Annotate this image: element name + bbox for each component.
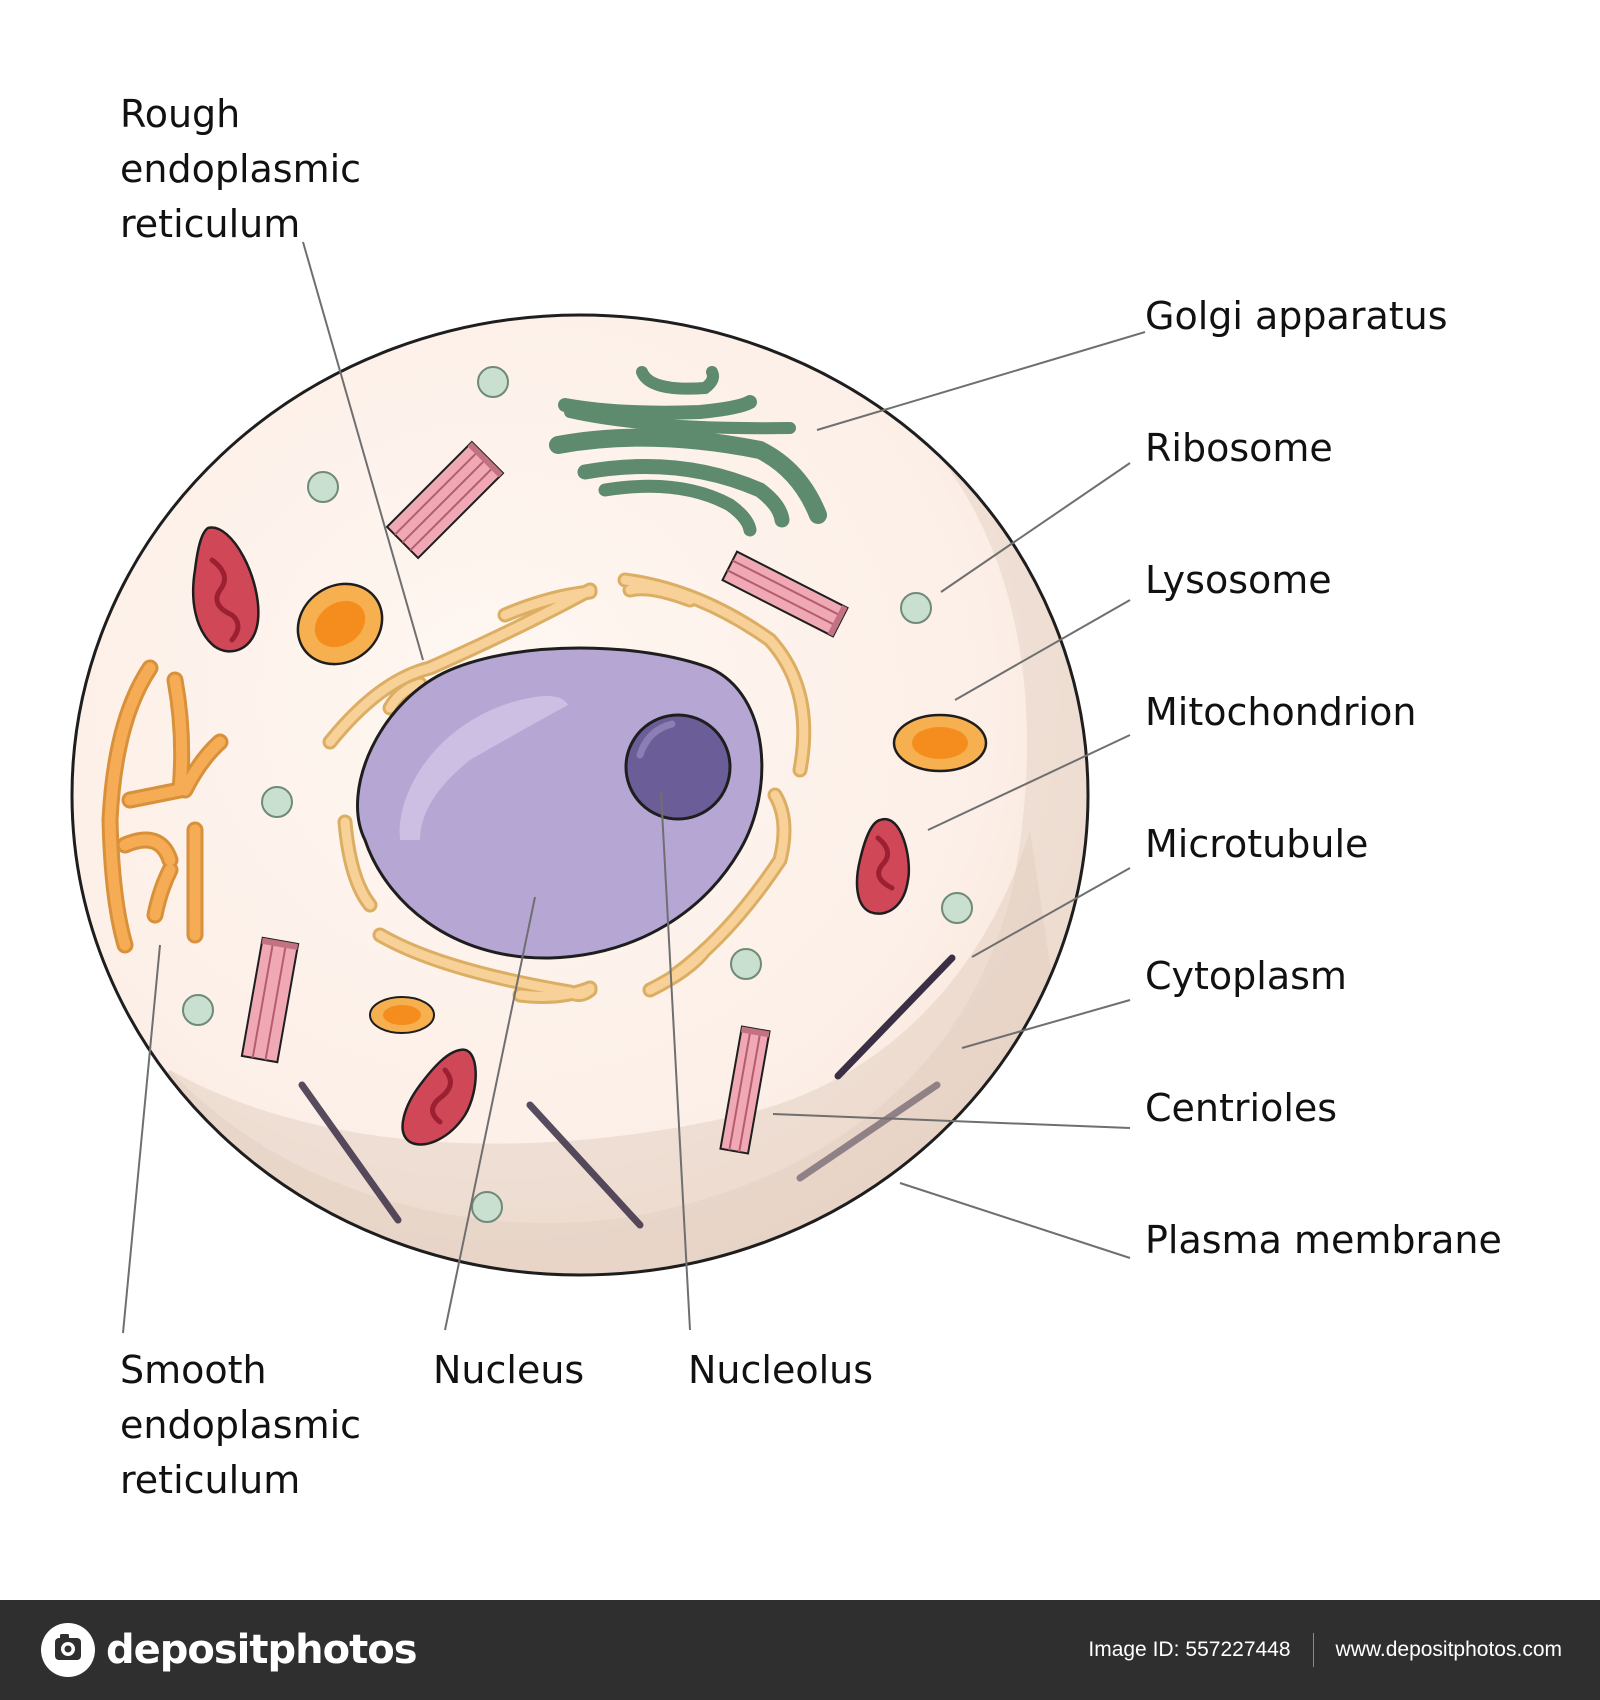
centriole bbox=[719, 1025, 771, 1155]
label-plasma-membrane: Plasma membrane bbox=[1145, 1218, 1502, 1262]
cell-diagram: Rough endoplasmic reticulum Golgi appara… bbox=[70, 92, 1502, 1502]
nucleolus bbox=[624, 713, 732, 821]
leader-line-nucleus bbox=[444, 896, 536, 1331]
leader-line-lysosome bbox=[954, 599, 1131, 701]
leader-line-golgi bbox=[816, 331, 1146, 431]
leader-line-cytoplasm bbox=[961, 999, 1131, 1049]
golgi-apparatus bbox=[549, 366, 827, 537]
microtubule bbox=[526, 1101, 644, 1229]
label-rough-er: Rough endoplasmic reticulum bbox=[120, 92, 373, 246]
leader-line-mitochondrion bbox=[927, 734, 1131, 831]
footer-bar: depositphotos Image ID: 557227448 www.de… bbox=[0, 1600, 1600, 1700]
labels: Rough endoplasmic reticulum Golgi appara… bbox=[120, 92, 1502, 1502]
label-nucleolus: Nucleolus bbox=[688, 1348, 873, 1392]
leader-line-plasma-membrane bbox=[899, 1182, 1131, 1259]
mitochondrion bbox=[855, 817, 911, 915]
endoplasmic-reticulum-inner bbox=[325, 575, 809, 1001]
footer-info: Image ID: 557227448 www.depositphotos.co… bbox=[1088, 1600, 1562, 1700]
leader-line-smooth-er bbox=[122, 944, 161, 1334]
centriole bbox=[385, 440, 505, 560]
microtubule bbox=[796, 1081, 941, 1182]
leader-line-microtubule bbox=[971, 867, 1131, 958]
leader-line-ribosome bbox=[940, 462, 1131, 593]
footer-divider bbox=[1312, 1633, 1314, 1667]
label-lysosome: Lysosome bbox=[1145, 558, 1332, 602]
image-id-label: Image ID: bbox=[1088, 1638, 1180, 1661]
ribosome bbox=[900, 592, 932, 624]
image-id-value: 557227448 bbox=[1185, 1638, 1291, 1661]
ribosome bbox=[730, 948, 762, 980]
label-smooth-er: Smooth endoplasmic reticulum bbox=[120, 1348, 373, 1502]
plasma-membrane bbox=[70, 313, 1090, 1277]
ribosome bbox=[182, 994, 214, 1026]
lysosome bbox=[892, 713, 988, 773]
lysosome bbox=[369, 996, 435, 1034]
mitochondrion bbox=[401, 1048, 477, 1146]
label-cytoplasm: Cytoplasm bbox=[1145, 954, 1347, 998]
ribosome bbox=[307, 471, 339, 503]
brand-name: depositphotos bbox=[106, 1627, 418, 1673]
leader-lines bbox=[122, 241, 1146, 1334]
label-golgi-apparatus: Golgi apparatus bbox=[1145, 294, 1448, 338]
ribosome bbox=[471, 1191, 503, 1223]
mitochondrion bbox=[191, 526, 260, 653]
ribosome bbox=[261, 786, 293, 818]
leader-line-centrioles bbox=[772, 1113, 1131, 1129]
leader-line-nucleolus bbox=[660, 791, 691, 1331]
microtubule bbox=[298, 1081, 402, 1224]
smooth-endoplasmic-reticulum bbox=[101, 659, 229, 954]
microtubule bbox=[834, 954, 956, 1080]
ribosome bbox=[941, 892, 973, 924]
microtubules bbox=[298, 954, 956, 1229]
ribosome bbox=[477, 366, 509, 398]
label-mitochondrion: Mitochondrion bbox=[1145, 690, 1416, 734]
ribosomes bbox=[182, 366, 973, 1223]
website-link[interactable]: www.depositphotos.com bbox=[1335, 1638, 1562, 1661]
lysosome bbox=[296, 582, 384, 666]
leader-line-rough-er bbox=[302, 241, 424, 661]
label-nucleus: Nucleus bbox=[433, 1348, 584, 1392]
brand[interactable]: depositphotos bbox=[38, 1618, 418, 1682]
centriole bbox=[721, 550, 849, 638]
label-microtubule: Microtubule bbox=[1145, 822, 1368, 866]
depositphotos-logo-icon bbox=[41, 1623, 95, 1677]
centriole bbox=[240, 936, 300, 1064]
label-centrioles: Centrioles bbox=[1145, 1086, 1337, 1130]
label-ribosome: Ribosome bbox=[1145, 426, 1333, 470]
